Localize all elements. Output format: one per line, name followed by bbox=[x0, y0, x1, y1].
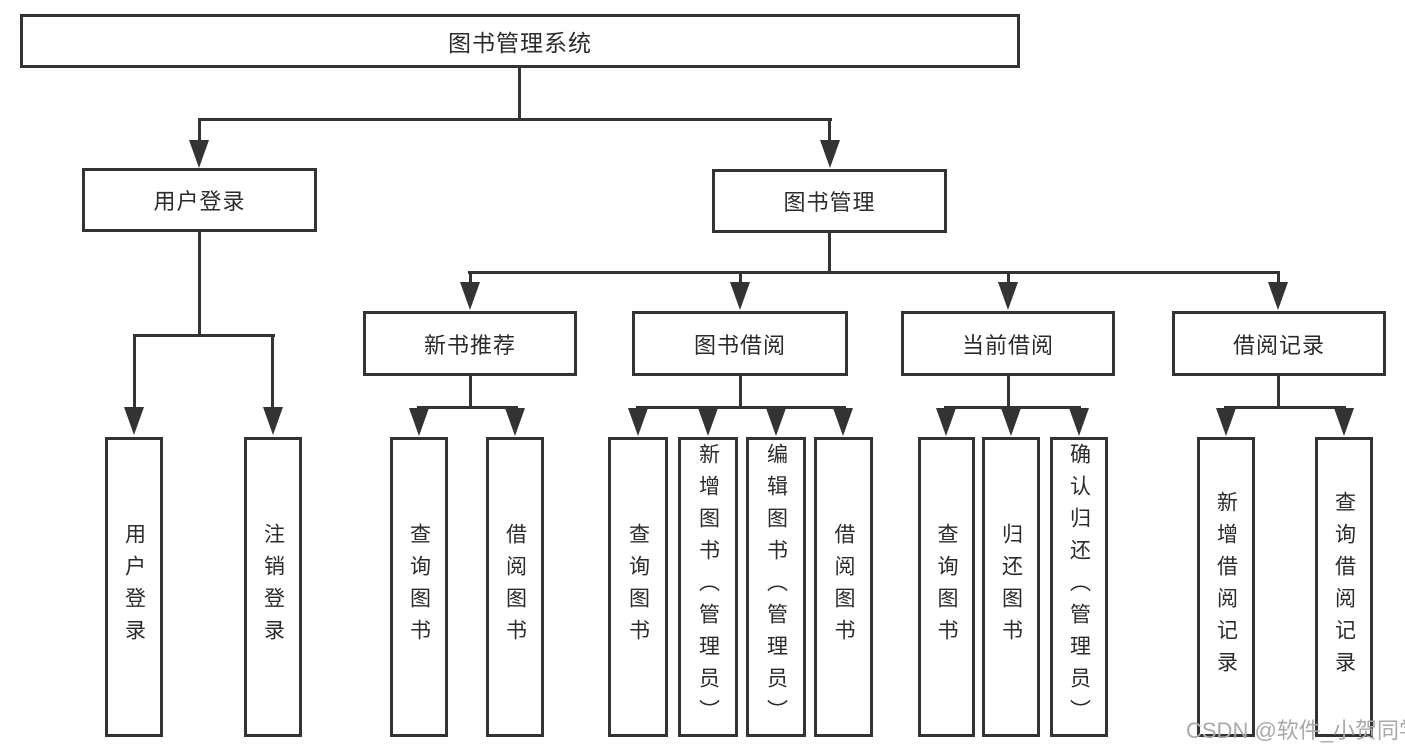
connector-level1-bar bbox=[198, 118, 832, 121]
leaf-logout: 注销登录 bbox=[244, 437, 302, 737]
connector-borrow-records-split bbox=[1224, 406, 1346, 409]
arrow-to-borrow-books-1 bbox=[505, 408, 525, 436]
leaf-query-books-2: 查询图书 bbox=[608, 437, 668, 737]
node-root-label: 图书管理系统 bbox=[448, 30, 592, 56]
node-current-borrow: 当前借阅 bbox=[901, 311, 1115, 376]
leaf-borrow-books-1-label: 借阅图书 bbox=[503, 523, 527, 651]
node-book-borrow: 图书借阅 bbox=[632, 311, 848, 376]
connector-stem-book-management bbox=[828, 118, 831, 144]
leaf-query-borrow-record-label: 查询借阅记录 bbox=[1332, 491, 1356, 683]
leaf-query-borrow-record: 查询借阅记录 bbox=[1315, 437, 1373, 737]
arrow-to-edit-books bbox=[766, 408, 786, 436]
connector-stem-leaf-logout bbox=[271, 334, 274, 410]
node-borrow-records-label: 借阅记录 bbox=[1232, 332, 1325, 358]
node-current-borrow-label: 当前借阅 bbox=[961, 332, 1054, 358]
connector-user-login-split bbox=[133, 334, 275, 337]
node-borrow-records: 借阅记录 bbox=[1172, 311, 1386, 376]
leaf-edit-books-admin: 编辑图书（管理员） bbox=[746, 437, 806, 737]
leaf-borrow-books-1: 借阅图书 bbox=[486, 437, 544, 737]
connector-root-drop bbox=[518, 66, 521, 120]
connector-current-borrow-drop bbox=[1007, 376, 1010, 408]
leaf-query-books-1-label: 查询图书 bbox=[407, 523, 431, 651]
arrow-to-query-record bbox=[1334, 408, 1354, 436]
arrow-to-add-books bbox=[698, 408, 718, 436]
leaf-confirm-return-admin: 确认归还（管理员） bbox=[1050, 437, 1108, 737]
arrow-to-query-books-3 bbox=[936, 408, 956, 436]
arrow-to-user-login bbox=[189, 140, 209, 168]
connector-stem-user-login bbox=[198, 118, 201, 144]
connector-stem-book-borrow bbox=[739, 271, 742, 285]
leaf-add-books-admin: 新增图书（管理员） bbox=[678, 437, 738, 737]
leaf-return-books-label: 归还图书 bbox=[999, 523, 1023, 651]
arrow-to-query-books-2 bbox=[628, 408, 648, 436]
leaf-add-borrow-record-label: 新增借阅记录 bbox=[1214, 491, 1238, 683]
connector-new-book-split bbox=[417, 406, 518, 409]
leaf-query-books-1: 查询图书 bbox=[390, 437, 448, 737]
connector-book-management-drop bbox=[828, 233, 831, 273]
connector-level2-bar bbox=[468, 271, 1279, 274]
leaf-add-books-admin-label: 新增图书（管理员） bbox=[696, 443, 720, 731]
leaf-user-login: 用户登录 bbox=[105, 437, 163, 737]
connector-borrow-records-drop bbox=[1277, 376, 1280, 408]
connector-stem-current-borrow bbox=[1007, 271, 1010, 285]
leaf-add-borrow-record: 新增借阅记录 bbox=[1197, 437, 1255, 737]
arrow-to-book-management bbox=[820, 140, 840, 168]
arrow-to-new-book bbox=[460, 282, 480, 310]
arrow-to-add-record bbox=[1216, 408, 1236, 436]
connector-stem-borrow-records bbox=[1277, 271, 1280, 285]
connector-stem-leaf-login bbox=[133, 334, 136, 410]
leaf-query-books-2-label: 查询图书 bbox=[626, 523, 650, 651]
leaf-query-books-3: 查询图书 bbox=[918, 437, 975, 737]
leaf-edit-books-admin-label: 编辑图书（管理员） bbox=[764, 443, 788, 731]
arrow-to-book-borrow bbox=[730, 282, 750, 310]
connector-current-borrow-split bbox=[944, 406, 1081, 409]
connector-user-login-drop bbox=[198, 232, 201, 336]
csdn-watermark: CSDN @软件_小贺同学 bbox=[1186, 718, 1405, 743]
arrow-to-query-books-1 bbox=[409, 408, 429, 436]
node-book-management: 图书管理 bbox=[712, 169, 947, 233]
leaf-logout-label: 注销登录 bbox=[261, 523, 285, 651]
node-new-book-recommend-label: 新书推荐 bbox=[423, 332, 516, 358]
leaf-user-login-label: 用户登录 bbox=[122, 523, 146, 651]
node-root-system: 图书管理系统 bbox=[20, 14, 1020, 68]
node-book-borrow-label: 图书借阅 bbox=[693, 332, 786, 358]
connector-stem-new-book bbox=[469, 271, 472, 285]
arrow-to-borrow-records bbox=[1268, 282, 1288, 310]
leaf-query-books-3-label: 查询图书 bbox=[935, 523, 958, 651]
connector-book-borrow-drop bbox=[739, 376, 742, 408]
arrow-to-current-borrow bbox=[998, 282, 1018, 310]
node-user-login: 用户登录 bbox=[82, 168, 317, 232]
leaf-borrow-books-2-label: 借阅图书 bbox=[832, 523, 855, 651]
arrow-to-confirm-return bbox=[1069, 408, 1089, 436]
arrow-to-leaf-login bbox=[124, 407, 144, 435]
arrow-to-leaf-logout bbox=[263, 407, 283, 435]
node-new-book-recommend: 新书推荐 bbox=[363, 311, 577, 376]
connector-new-book-drop bbox=[469, 376, 472, 408]
leaf-borrow-books-2: 借阅图书 bbox=[814, 437, 873, 737]
arrow-to-return-books bbox=[1001, 408, 1021, 436]
leaf-confirm-return-admin-label: 确认归还（管理员） bbox=[1067, 443, 1091, 731]
node-user-login-label: 用户登录 bbox=[153, 189, 246, 214]
connector-book-borrow-split bbox=[636, 406, 846, 409]
leaf-return-books: 归还图书 bbox=[982, 437, 1040, 737]
arrow-to-borrow-books-2 bbox=[833, 408, 853, 436]
node-book-management-label: 图书管理 bbox=[783, 190, 876, 215]
